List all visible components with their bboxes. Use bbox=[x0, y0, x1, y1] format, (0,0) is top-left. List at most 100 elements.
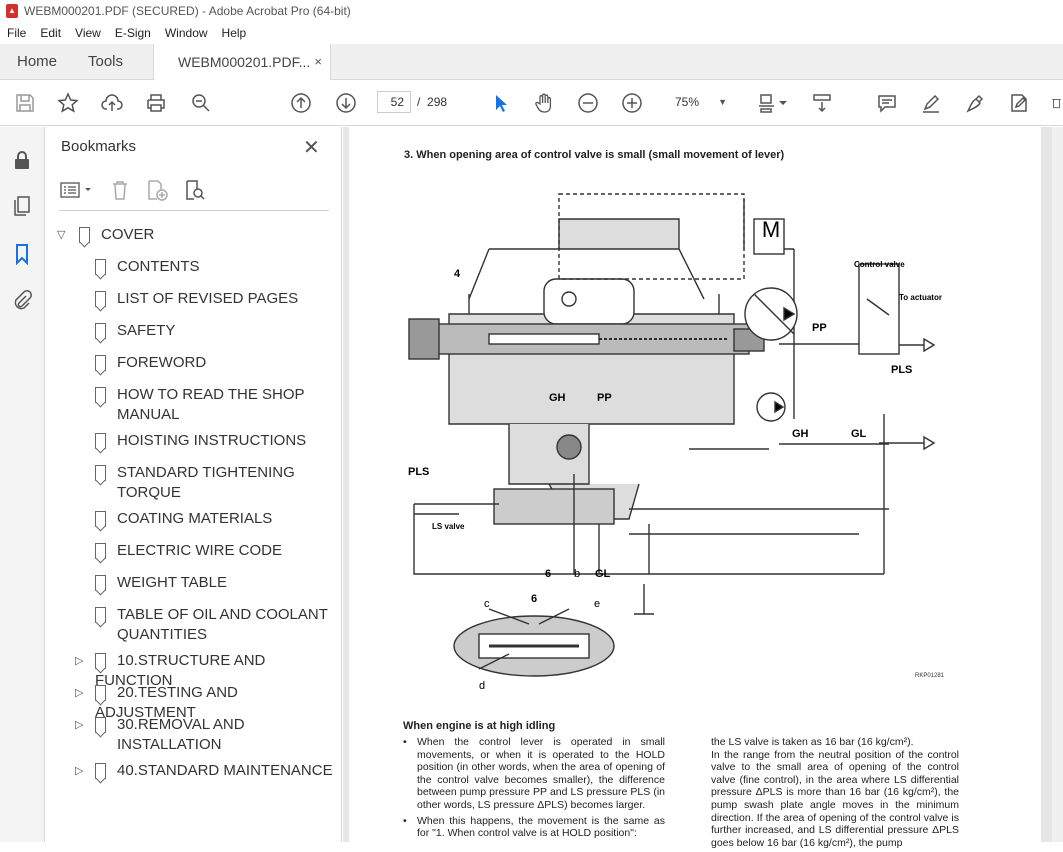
bookmark-item-revised-pages[interactable]: LIST OF REVISED PAGES bbox=[95, 289, 298, 309]
attachment-icon[interactable] bbox=[11, 289, 33, 311]
pls-label: PLS bbox=[408, 466, 429, 478]
new-bookmark-icon[interactable] bbox=[145, 179, 169, 201]
hand-tool-icon[interactable] bbox=[533, 92, 555, 114]
bookmark-label-line2: INSTALLATION bbox=[117, 736, 222, 753]
bookmark-icon bbox=[79, 227, 90, 243]
page-total-value: 298 bbox=[427, 95, 448, 109]
search-zoom-icon[interactable] bbox=[190, 92, 212, 114]
print-icon[interactable] bbox=[145, 92, 167, 114]
bookmark-icon bbox=[95, 323, 106, 339]
bookmark-label: 20.TESTING AND ADJUSTMENT bbox=[95, 684, 238, 721]
bookmark-icon bbox=[95, 575, 106, 591]
upload-cloud-icon[interactable] bbox=[101, 92, 123, 114]
menu-esign[interactable]: E-Sign bbox=[114, 26, 151, 40]
bookmark-item-structure[interactable]: 10.STRUCTURE AND FUNCTION bbox=[95, 651, 341, 691]
page-thumbnails-icon[interactable] bbox=[11, 195, 33, 217]
control-valve-label: Control valve bbox=[854, 260, 905, 269]
highlight-pen-icon[interactable] bbox=[920, 92, 942, 114]
page-number-input[interactable]: 52 bbox=[377, 91, 411, 113]
bookmark-item-hoisting[interactable]: HOISTING INSTRUCTIONS bbox=[95, 431, 306, 451]
bookmark-tools bbox=[59, 177, 329, 211]
window-title: WEBM000201.PDF (SECURED) - Adobe Acrobat… bbox=[24, 4, 351, 18]
select-cursor-icon[interactable] bbox=[490, 92, 512, 114]
bookmark-label: 10.STRUCTURE AND FUNCTION bbox=[95, 652, 266, 689]
close-icon[interactable]: ✕ bbox=[303, 137, 320, 159]
next-page-icon[interactable] bbox=[335, 92, 357, 114]
sign-pen-icon[interactable] bbox=[964, 92, 986, 114]
callout-6-detail: 6 bbox=[531, 593, 537, 605]
save-icon[interactable] bbox=[14, 92, 36, 114]
star-icon[interactable] bbox=[57, 92, 79, 114]
bookmark-icon bbox=[95, 465, 106, 481]
tab-home[interactable]: Home bbox=[17, 53, 58, 70]
edit-pdf-icon[interactable] bbox=[1008, 92, 1030, 114]
bookmark-item-safety[interactable]: SAFETY bbox=[95, 321, 175, 341]
bookmark-item-cover[interactable]: COVER bbox=[79, 225, 154, 245]
bookmark-label: COVER bbox=[101, 226, 155, 243]
tab-document[interactable]: WEBM000201.PDF... × bbox=[153, 44, 331, 81]
chevron-down-icon[interactable] bbox=[777, 92, 789, 114]
chevron-right-icon[interactable]: ▷ bbox=[75, 765, 84, 777]
left-column: When the control lever is operated in sm… bbox=[403, 736, 665, 843]
options-menu-icon[interactable] bbox=[59, 179, 95, 201]
comment-icon[interactable] bbox=[876, 92, 898, 114]
bookmark-item-contents[interactable]: CONTENTS bbox=[95, 257, 200, 277]
bookmark-icon bbox=[95, 653, 106, 669]
left-rail bbox=[0, 127, 45, 842]
page-fit-icon[interactable] bbox=[757, 92, 779, 114]
menu-bar: File Edit View E-Sign Window Help bbox=[0, 22, 1063, 44]
zoom-out-icon[interactable] bbox=[577, 92, 599, 114]
bookmark-item-coating[interactable]: COATING MATERIALS bbox=[95, 509, 272, 529]
gl-label-right: GL bbox=[851, 428, 867, 440]
bookmark-item-maintenance[interactable]: 40.STANDARD MAINTENANCE bbox=[95, 761, 333, 781]
main-toolbar bbox=[0, 80, 1063, 126]
bookmark-icon bbox=[95, 511, 106, 527]
bookmark-item-removal[interactable]: 30.REMOVAL AND INSTALLATION bbox=[95, 715, 245, 755]
bookmark-label-line2: TORQUE bbox=[117, 484, 181, 501]
vertical-scrollbar[interactable] bbox=[1052, 127, 1063, 842]
pp-label: PP bbox=[597, 392, 612, 404]
menu-window[interactable]: Window bbox=[164, 26, 208, 40]
paragraph: the LS valve is taken as 16 bar (16 kg/c… bbox=[711, 736, 914, 748]
bookmark-label: ELECTRIC WIRE CODE bbox=[117, 542, 283, 559]
bookmark-item-foreword[interactable]: FOREWORD bbox=[95, 353, 206, 373]
zoom-value: 75% bbox=[675, 95, 700, 109]
menu-file[interactable]: File bbox=[7, 26, 27, 40]
bookmark-label: 30.REMOVAL AND bbox=[117, 716, 245, 733]
bookmark-icon bbox=[95, 717, 106, 733]
title-bar: ▲ WEBM000201.PDF (SECURED) - Adobe Acrob… bbox=[0, 0, 1063, 22]
scroll-mode-icon[interactable] bbox=[811, 92, 833, 114]
bookmark-item-wire-code[interactable]: ELECTRIC WIRE CODE bbox=[95, 541, 282, 561]
bookmark-item-weight-table[interactable]: WEIGHT TABLE bbox=[95, 573, 227, 593]
close-tab-icon[interactable]: × bbox=[314, 54, 322, 69]
delete-bookmark-icon[interactable] bbox=[109, 179, 131, 201]
chevron-right-icon[interactable]: ▷ bbox=[75, 687, 84, 699]
right-column: the LS valve is taken as 16 bar (16 kg/c… bbox=[711, 736, 959, 852]
chevron-down-icon: ▼ bbox=[718, 97, 727, 107]
menu-help[interactable]: Help bbox=[221, 26, 247, 40]
lock-icon[interactable] bbox=[11, 149, 33, 171]
zoom-select[interactable]: 75% ▼ bbox=[665, 91, 735, 113]
to-actuator-label: To actuator bbox=[899, 293, 942, 302]
bookmark-label: 40.STANDARD MAINTENANCE bbox=[117, 762, 333, 779]
tab-tools[interactable]: Tools bbox=[88, 53, 124, 70]
menu-view[interactable]: View bbox=[75, 26, 101, 40]
bookmark-label: CONTENTS bbox=[117, 258, 200, 275]
pls-label-right: PLS bbox=[891, 364, 912, 376]
more-tools-icon[interactable] bbox=[1050, 92, 1063, 114]
menu-edit[interactable]: Edit bbox=[40, 26, 62, 40]
previous-page-icon[interactable] bbox=[290, 92, 312, 114]
bookmark-icon[interactable] bbox=[11, 243, 33, 265]
pdf-page: 3. When opening area of control valve is… bbox=[349, 127, 1041, 849]
chevron-right-icon[interactable]: ▷ bbox=[75, 719, 84, 731]
bookmark-item-testing[interactable]: 20.TESTING AND ADJUSTMENT bbox=[95, 683, 341, 723]
zoom-in-icon[interactable] bbox=[621, 92, 643, 114]
chevron-right-icon[interactable]: ▷ bbox=[75, 655, 84, 667]
chevron-down-icon[interactable]: ▽ bbox=[57, 229, 66, 241]
tab-bar: Home Tools WEBM000201.PDF... × bbox=[0, 44, 1063, 81]
find-bookmark-icon[interactable] bbox=[183, 179, 207, 201]
callout-d: d bbox=[479, 680, 485, 689]
